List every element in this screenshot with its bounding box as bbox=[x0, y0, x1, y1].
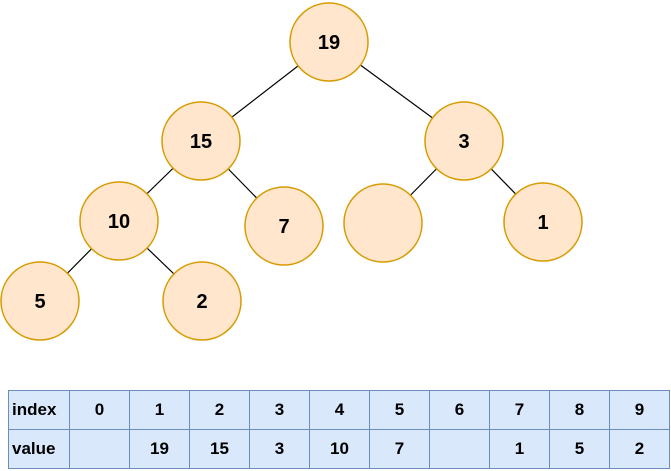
index-cell-0: 0 bbox=[69, 390, 130, 430]
value-cell-2: 15 bbox=[189, 429, 250, 469]
tree-node-label: 3 bbox=[458, 131, 469, 153]
tree-node-19 bbox=[289, 2, 369, 82]
index-cell-4: 4 bbox=[309, 390, 370, 430]
tree-node-label: 7 bbox=[278, 216, 289, 238]
tree-node-5 bbox=[0, 261, 80, 341]
value-cell-3: 3 bbox=[249, 429, 310, 469]
value-cell-8: 5 bbox=[549, 429, 610, 469]
index-cell-5: 5 bbox=[369, 390, 430, 430]
tree-node-label: 10 bbox=[108, 211, 130, 233]
value-cell-4: 10 bbox=[309, 429, 370, 469]
index-cell-7: 7 bbox=[489, 390, 550, 430]
value-cell-9: 2 bbox=[609, 429, 670, 469]
tree-node-3 bbox=[424, 101, 504, 181]
tree-node-10 bbox=[79, 181, 159, 261]
value-cell-6 bbox=[429, 429, 490, 469]
tree-node-empty bbox=[343, 183, 423, 263]
index-cell-2: 2 bbox=[189, 390, 250, 430]
tree-node-1 bbox=[503, 182, 583, 262]
tree-node-label: 5 bbox=[34, 291, 45, 313]
index-cell-1: 1 bbox=[129, 390, 190, 430]
tree-node-label: 1 bbox=[537, 212, 548, 234]
value-row-header: value bbox=[8, 429, 70, 469]
tree-node-7 bbox=[244, 186, 324, 266]
tree-node-15 bbox=[161, 101, 241, 181]
value-cell-5: 7 bbox=[369, 429, 430, 469]
index-cell-3: 3 bbox=[249, 390, 310, 430]
value-cell-1: 19 bbox=[129, 429, 190, 469]
index-cell-8: 8 bbox=[549, 390, 610, 430]
value-cell-0 bbox=[69, 429, 130, 469]
value-cell-7: 1 bbox=[489, 429, 550, 469]
index-row-header: index bbox=[8, 390, 70, 430]
tree-node-label: 15 bbox=[190, 131, 212, 153]
index-cell-6: 6 bbox=[429, 390, 490, 430]
tree-node-label: 19 bbox=[318, 32, 340, 54]
tree-node-2 bbox=[162, 261, 242, 341]
tree-node-label: 2 bbox=[196, 291, 207, 313]
index-cell-9: 9 bbox=[609, 390, 670, 430]
